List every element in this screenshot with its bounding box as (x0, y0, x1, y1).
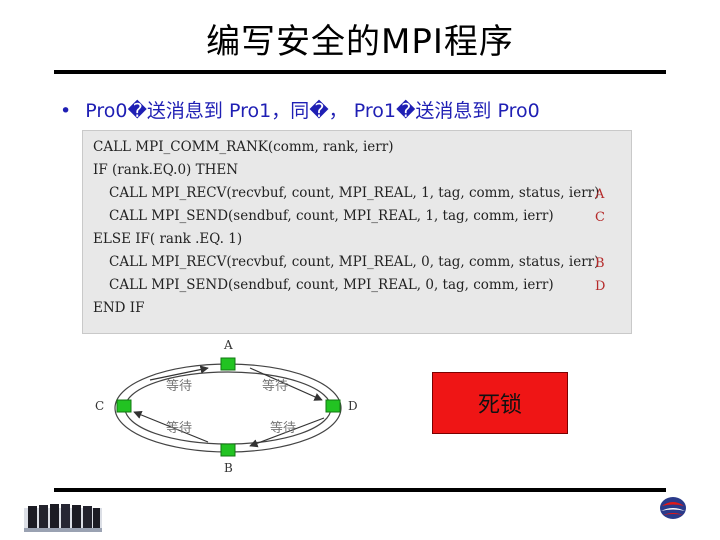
code-line: ELSE IF( rank .EQ. 1) (93, 231, 243, 247)
node-d-label: D (348, 399, 358, 413)
slide-title: 编写安全的MPI程序 (206, 22, 514, 62)
code-line: CALL MPI_COMM_RANK(comm, rank, ierr) (93, 139, 394, 155)
arrow-b-to-c (133, 410, 209, 443)
bullet-point: • Pro0�送消息到 Pro1，同�， Pro1�送消息到 Pro0 (60, 96, 540, 123)
node-a-label: A (223, 338, 233, 352)
arrow-a-to-d (249, 367, 323, 401)
code-marker: B (595, 256, 605, 271)
top-divider (54, 70, 666, 74)
code-line: CALL MPI_SEND(sendbuf, count, MPI_REAL, … (109, 277, 554, 293)
code-line: IF (rank.EQ.0) THEN (93, 162, 239, 178)
node-c-label: C (95, 399, 104, 413)
logo-emblem-icon (660, 497, 686, 519)
organization-logo (628, 494, 718, 538)
bullet-text: Pro0�送消息到 Pro1，同�， Pro1�送消息到 Pro0 (85, 100, 540, 122)
arrow-d-to-b (249, 417, 325, 448)
node-b-label: B (224, 461, 233, 475)
code-marker: A (595, 187, 605, 202)
code-line: CALL MPI_RECV(recvbuf, count, MPI_REAL, … (109, 185, 600, 201)
edge-label-wait: 等待 (270, 420, 296, 436)
code-block: CALL MPI_COMM_RANK(comm, rank, ierr) IF … (82, 130, 632, 334)
node-d (325, 399, 341, 413)
bottom-divider (54, 488, 666, 492)
bullet-symbol: • (60, 100, 72, 122)
code-line: CALL MPI_RECV(recvbuf, count, MPI_REAL, … (109, 254, 600, 270)
code-line: END IF (93, 300, 145, 316)
code-marker: C (595, 210, 605, 225)
code-marker: D (595, 279, 606, 294)
edge-label-wait: 等待 (262, 378, 288, 394)
deadlock-box: 死锁 (432, 372, 568, 434)
node-b (220, 443, 236, 457)
arrow-c-to-a (149, 365, 209, 381)
code-line: CALL MPI_SEND(sendbuf, count, MPI_REAL, … (109, 208, 554, 224)
node-c (116, 399, 132, 413)
edge-label-wait: 等待 (166, 378, 192, 394)
server-rack-icon (24, 504, 102, 532)
node-a (220, 357, 236, 371)
wait-cycle-outer (114, 363, 342, 453)
wait-cycle-inner (124, 371, 332, 445)
deadlock-diagram: A B C D 等待 等待 等待 等待 (95, 338, 358, 475)
edge-label-wait: 等待 (166, 420, 192, 436)
